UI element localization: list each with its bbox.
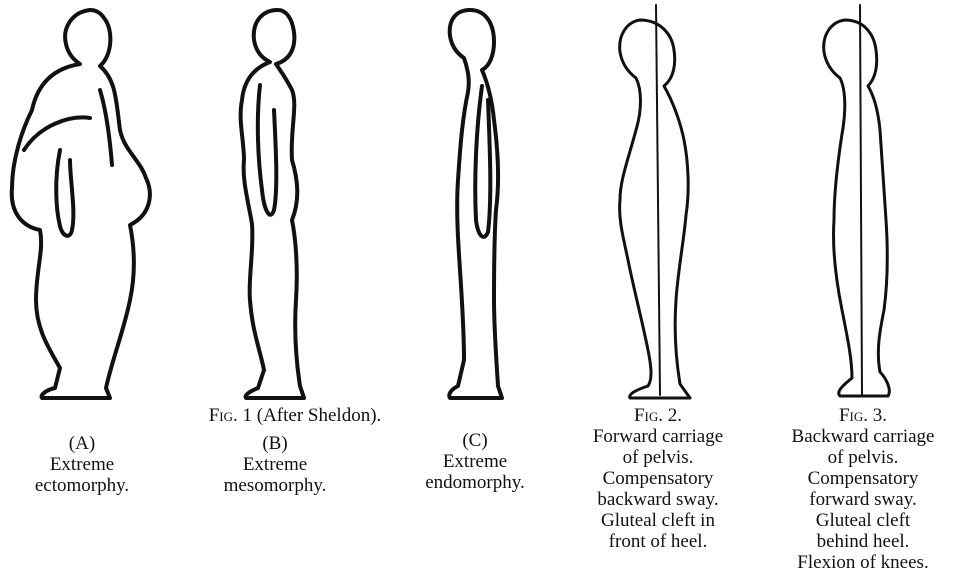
silhouette-fig2 — [620, 20, 690, 398]
fig3-line-3: Compensatory — [792, 468, 935, 489]
panel-a-caption: (A) Extreme ectomorphy. — [35, 433, 129, 496]
silhouette-fig3 — [824, 20, 890, 396]
panel-b-letter: (B) — [224, 433, 327, 454]
fig2-line-3: Compensatory — [593, 468, 723, 489]
fig2-caption: Fig. 2. Forward carriage of pelvis. Comp… — [593, 405, 723, 552]
panel-c-letter: (C) — [425, 430, 525, 451]
fig3-line-4: forward sway. — [792, 489, 935, 510]
fig2-line-6: front of heel. — [593, 531, 723, 552]
fig3-prefix: Fig. — [839, 405, 868, 426]
silhouette-b — [241, 10, 304, 398]
fig2-line-4: backward sway. — [593, 489, 723, 510]
fig3-line-1: Backward carriage — [792, 426, 935, 447]
fig2-line-2: of pelvis. — [593, 447, 723, 468]
panel-b-line-1: Extreme — [224, 454, 327, 475]
fig2-line-5: Gluteal cleft in — [593, 510, 723, 531]
fig2-number: 2. — [668, 405, 682, 426]
plumb-line-fig3 — [860, 5, 862, 395]
fig1-title: Fig. 1 (After Sheldon). — [209, 405, 382, 426]
fig3-line-2: of pelvis. — [792, 447, 935, 468]
fig3-title: Fig. 3. — [792, 405, 935, 426]
panel-c-line-1: Extreme — [425, 451, 525, 472]
plumb-line-fig2 — [656, 5, 660, 395]
fig2-prefix: Fig. — [634, 405, 663, 426]
silhouette-a — [12, 10, 150, 398]
fig3-line-5: Gluteal cleft — [792, 510, 935, 531]
fig1-prefix: Fig. — [209, 405, 238, 426]
panel-a-line-1: Extreme — [35, 454, 129, 475]
fig1-note: (After Sheldon). — [257, 405, 382, 426]
panel-a-line-2: ectomorphy. — [35, 475, 129, 496]
fig3-caption: Fig. 3. Backward carriage of pelvis. Com… — [792, 405, 935, 573]
panel-c-line-2: endomorphy. — [425, 472, 525, 493]
panel-c-caption: (C) Extreme endomorphy. — [425, 430, 525, 493]
fig3-number: 3. — [873, 405, 887, 426]
panel-b-line-2: mesomorphy. — [224, 475, 327, 496]
panel-b-caption: (B) Extreme mesomorphy. — [224, 433, 327, 496]
fig3-line-6: behind heel. — [792, 531, 935, 552]
fig2-title: Fig. 2. — [593, 405, 723, 426]
silhouette-c — [449, 10, 502, 398]
panel-a-letter: (A) — [35, 433, 129, 454]
fig3-line-7: Flexion of knees. — [792, 552, 935, 573]
fig1-number: 1 — [243, 405, 253, 426]
fig2-line-1: Forward carriage — [593, 426, 723, 447]
